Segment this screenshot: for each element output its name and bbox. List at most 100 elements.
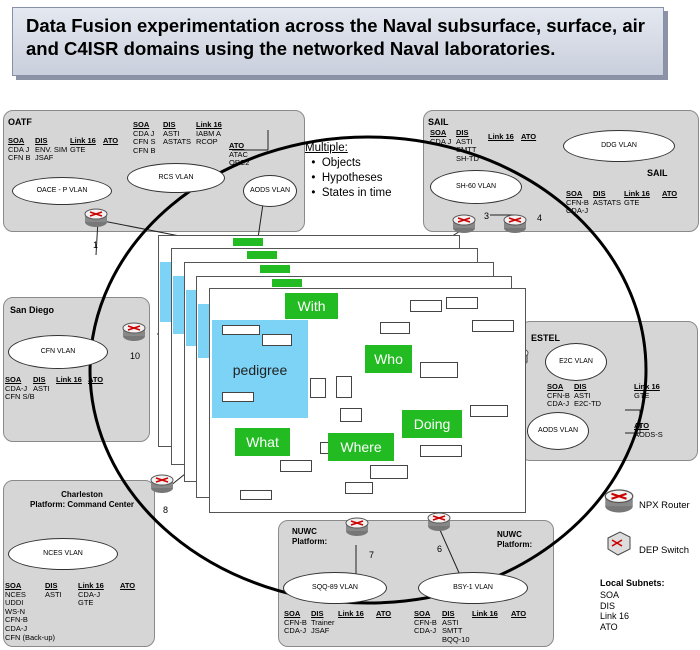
graph-node [420,445,462,457]
link16-header: Link 16 [56,375,82,384]
dis-item: BQQ-10 [442,634,470,644]
link16-header: Link 16 [624,189,650,198]
charleston-label: Charleston Platform: Command Center [30,490,134,510]
ato-header: ATO [103,136,119,145]
dis-item: ASTATS [593,197,622,207]
legend-switch-label: DEP Switch [639,545,689,556]
sail-bottom-soa: SOA CFN-B CDA-J [566,189,589,216]
graph-node [446,297,478,309]
oatf-dis: DIS ENV. SIM JSAF [35,136,67,163]
bsy1-vlan-cloud: BSY-1 VLAN [418,572,528,604]
sail-label-2: SAIL [647,168,668,178]
soa-item: NCES [5,589,26,599]
router-number: 1 [93,240,99,250]
soa-item: CFN S/B [5,392,35,402]
hypothesis-tab [260,265,290,273]
charleston-ato: ATO [120,581,135,591]
e2c-vlan-cloud: E2C VLAN [545,343,607,381]
dis-header: DIS [311,609,324,618]
ato-item: OPC2 [229,158,250,168]
nces-vlan-cloud: NCES VLAN [8,538,118,570]
dis-item: JSAF [35,153,54,163]
dis-item: SMTT [442,626,463,636]
sail-bottom-ato: ATO [662,189,677,199]
graph-node [240,490,272,500]
link16-header: Link 16 [338,609,364,618]
link16-item: CDA-J [78,589,101,599]
title-box [12,7,664,76]
link16-header: Link 16 [472,609,498,618]
link16-item: GTE [634,390,650,400]
soa-item: CDA-J [284,626,307,636]
link16-item: IABM A [196,128,222,138]
graph-node [262,334,292,346]
sail-label: SAIL [428,117,449,127]
legend-subnet-item: DIS [600,600,616,611]
tag-what: What [235,428,290,456]
hypothesis-tab [233,238,263,246]
nuwc2-label: NUWC Platform: [497,530,532,550]
tag-who: Who [365,345,412,373]
multiple-item: • Hypotheses [305,172,383,184]
oatf-soa: SOA CDA J CFN B [8,136,31,163]
link16-header: Link 16 [78,581,104,590]
rcs-ato: ATO ATAC OPC2 [229,141,250,168]
soa-item: CFN-B [5,615,28,625]
sh60-vlan-cloud: SH-60 VLAN [430,170,522,204]
cfn-vlan-cloud: CFN VLAN [8,335,108,369]
dis-item: E2C-TD [574,399,602,409]
oatf-ato: ATO [103,136,119,146]
dis-item: ASTI [33,383,50,393]
router-number: 6 [437,544,443,554]
link16-header: Link 16 [70,136,96,145]
soa-item: CFN B [133,145,156,155]
graph-node [336,376,352,398]
legend-subnet-item: ATO [600,621,618,632]
sail-top-link16: Link 16 [488,132,514,142]
soa-item: WS-N [5,606,25,616]
router-icon [84,208,108,227]
dis-item: SH-TD [456,153,479,163]
dis-item: ASTI [45,589,62,599]
tag-where: Where [328,433,394,461]
multiple-list: Multiple: • Objects • Hypotheses • State… [305,141,391,201]
multiple-item: • States in time [305,187,392,199]
estel-ato: ATO AODS-S [634,421,663,439]
soa-header: SOA [547,382,564,391]
router-icon [122,322,146,341]
soa-item: CDA-J [566,206,589,216]
sqq89-vlan-cloud: SQQ-89 VLAN [283,572,387,604]
page-title: Data Fusion experimentation across the N… [26,15,645,59]
link16-header: Link 16 [634,382,660,391]
dis-header: DIS [593,189,606,198]
dis-header: DIS [456,128,469,137]
soa-item: CFN-B [284,617,307,627]
multiple-item-text: Objects [321,157,361,169]
tag-pedigree: pedigree [232,362,288,378]
soa-item: CDA-J [5,383,28,393]
nuwc2-soa: SOA CFN-B CDA-J [414,609,437,636]
graph-node [370,465,408,479]
router-icon [345,517,369,536]
nuwc2-dis: DIS ASTI SMTT BQQ-10 [442,609,470,644]
soa-item: CFN-B [566,197,589,207]
soa-header: SOA [430,128,447,137]
dis-item: ASTI [163,128,180,138]
dis-item: JSAF [311,626,330,636]
oatf-label: OATF [8,117,32,127]
soa-item: CDA-J [547,399,570,409]
graph-node [472,320,514,332]
ato-header: ATO [634,421,650,430]
legend-subnet-item: Link 16 [600,611,630,621]
dis-header: DIS [33,375,46,384]
hypothesis-tab [247,251,277,259]
estel-aods-vlan-cloud: AODS VLAN [527,412,589,450]
hypothesis-tab [272,279,302,287]
soa-header: SOA [414,609,431,618]
soa-header: SOA [133,120,150,129]
charleston-soa: SOA NCES UDDI WS-N CFN-B CDA-J CFN (Back… [5,581,55,642]
ato-item: AODS-S [634,429,663,439]
link16-header: Link 16 [488,132,514,141]
graph-node [410,300,442,312]
link16-item: GTE [78,598,94,608]
